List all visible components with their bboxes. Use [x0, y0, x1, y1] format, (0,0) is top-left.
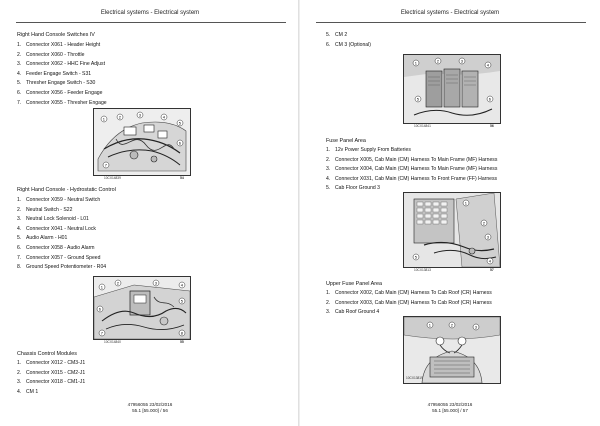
svg-text:8: 8 — [181, 331, 184, 336]
svg-text:1: 1 — [465, 201, 468, 206]
svg-text:4: 4 — [489, 259, 492, 264]
list-item: 1.Connector X002, Cab Main (CM) Harness … — [326, 290, 492, 296]
figure-rh-console-switches: 1 2 3 4 5 6 7 — [93, 108, 191, 176]
list-item: 4.Feeder Engage Switch - S31 — [17, 70, 92, 77]
right-page: Electrical systems - Electrical system 5… — [300, 0, 600, 426]
section-title-upper-fuse-panel-area: Upper Fuse Panel Area — [326, 281, 383, 287]
list-item: 4.Connector X041 - Neutral Lock — [17, 225, 96, 232]
figure-code: 10CX14840 — [104, 340, 121, 344]
left-footer-doc: 47956055 23/02/2016 — [127, 402, 173, 407]
list-item: 3.Cab Roof Ground 4 — [326, 309, 380, 316]
list-item: 4.CM 1 — [17, 388, 39, 395]
figure-code: 10CX13819 — [406, 376, 423, 380]
upper-fuse-panel-area-list: 1.Connector X002, Cab Main (CM) Harness … — [326, 289, 492, 318]
svg-text:1: 1 — [415, 61, 418, 66]
list-item: 2.Connector X003, Cab Main (CM) Harness … — [326, 299, 492, 306]
figure-upper-fuse-panel-area: 1 2 3 — [403, 316, 501, 384]
svg-text:5: 5 — [181, 299, 184, 304]
list-item: 6.Connector X058 - Audio Alarm — [17, 244, 95, 251]
svg-text:6: 6 — [99, 307, 102, 312]
list-item: 1.Connector X059 - Neutral Switch — [17, 197, 101, 203]
svg-text:3: 3 — [487, 235, 490, 240]
left-page-header: Electrical systems - Electrical system — [100, 10, 200, 16]
figure-chassis-control-modules: 1 2 3 4 5 6 — [403, 54, 501, 124]
figure-code: 10CX14841 — [414, 124, 431, 128]
svg-text:2: 2 — [119, 115, 122, 120]
figure-code: 10CX13813 — [414, 268, 431, 272]
svg-text:6: 6 — [179, 141, 182, 146]
figure-rh-console-hydrostatic: 1 2 3 4 5 6 7 8 — [93, 276, 191, 340]
fuse-panel-illustration: 1 2 3 4 5 — [404, 193, 500, 267]
svg-text:4: 4 — [163, 115, 166, 120]
right-footer-page: 55.1 [55.000] / 57 — [432, 408, 468, 413]
left-header-rule — [16, 22, 286, 23]
list-item: 5.CM 2 — [326, 32, 348, 38]
list-item: 5.Thresher Engage Switch - S30 — [17, 80, 96, 87]
figure-number: 55 — [180, 340, 184, 344]
right-footer-doc: 47956055 23/02/2016 — [427, 402, 473, 407]
svg-text:5: 5 — [179, 121, 182, 126]
right-page-header: Electrical systems - Electrical system — [400, 10, 500, 16]
list-item: 2.Connector X015 - CM2-J1 — [17, 369, 86, 376]
figure-code: 10CX14839 — [104, 176, 121, 180]
section-title-rh-console-switches: Right Hand Console Switches IV — [17, 32, 95, 38]
hydrostatic-control-illustration: 1 2 3 4 5 6 7 8 — [94, 277, 190, 339]
figure-number: 57 — [490, 268, 494, 272]
list-item: 4.Connector X031, Cab Main (CM) Harness … — [326, 175, 498, 182]
list-item: 7.Connector X055 - Thresher Engage — [17, 99, 107, 106]
list-item: 2.Connector X060 - Throttle — [17, 51, 85, 58]
cm-continued-list: 5.CM 2 6.CM 3 (Optional) — [326, 31, 371, 50]
control-modules-illustration: 1 2 3 4 5 6 — [404, 55, 500, 123]
svg-text:5: 5 — [415, 255, 418, 260]
list-item: 5.Cab Floor Ground 3 — [326, 185, 381, 192]
upper-fuse-panel-illustration: 1 2 3 — [404, 317, 500, 383]
svg-text:5: 5 — [417, 97, 420, 102]
list-item: 1.Connector X012 - CM3-J1 — [17, 360, 86, 366]
section-title-chassis-control-modules: Chassis Control Modules — [17, 351, 77, 357]
section-title-rh-console-hydrostatic: Right Hand Console - Hydrostatic Control — [17, 187, 116, 193]
list-item: 3.Connector X018 - CM1-J1 — [17, 379, 86, 386]
rh-console-hydrostatic-list: 1.Connector X059 - Neutral Switch 2.Neut… — [17, 196, 106, 273]
svg-text:3: 3 — [155, 281, 158, 286]
left-footer-page: 55.1 [55.000] / 56 — [132, 408, 168, 413]
list-item: 7.Connector X057 - Ground Speed — [17, 254, 101, 261]
fuse-panel-area-list: 1.12v Power Supply From Batteries 2.Conn… — [326, 146, 497, 194]
list-item: 8.Ground Speed Potentiometer - R04 — [17, 264, 107, 271]
svg-text:2: 2 — [483, 221, 486, 226]
svg-text:1: 1 — [103, 117, 106, 122]
right-header-rule — [316, 22, 586, 23]
rh-console-switches-list: 1.Connector X061 - Header Height 2.Conne… — [17, 41, 107, 108]
list-item: 1.12v Power Supply From Batteries — [326, 147, 411, 153]
chassis-control-modules-list: 1.Connector X012 - CM3-J1 2.Connector X0… — [17, 359, 85, 397]
svg-text:3: 3 — [461, 59, 464, 64]
list-item: 6.Connector X056 - Feeder Engage — [17, 89, 103, 96]
svg-text:6: 6 — [489, 97, 492, 102]
svg-text:7: 7 — [105, 163, 108, 168]
list-item: 2.Connector X005, Cab Main (CM) Harness … — [326, 156, 498, 163]
svg-text:1: 1 — [101, 285, 104, 290]
list-item: 1.Connector X061 - Header Height — [17, 42, 101, 48]
svg-text:2: 2 — [437, 59, 440, 64]
svg-text:3: 3 — [139, 113, 142, 118]
left-page: Electrical systems - Electrical system R… — [16, 10, 286, 413]
list-item: 3.Connector X062 - HHC Fine Adjust — [17, 61, 105, 68]
list-item: 3.Connector X004, Cab Main (CM) Harness … — [326, 166, 498, 173]
svg-text:2: 2 — [117, 281, 120, 286]
figure-number: 54 — [180, 176, 184, 180]
section-title-fuse-panel-area: Fuse Panel Area — [326, 138, 366, 144]
svg-text:4: 4 — [181, 283, 184, 288]
svg-text:4: 4 — [487, 63, 490, 68]
svg-text:7: 7 — [101, 331, 104, 336]
list-item: 2.Neutral Switch - S22 — [17, 206, 73, 213]
list-item: 5.Audio Alarm - H01 — [17, 235, 68, 242]
svg-text:3: 3 — [475, 325, 478, 330]
figure-number: 56 — [490, 124, 494, 128]
svg-text:1: 1 — [429, 323, 432, 328]
svg-text:2: 2 — [451, 323, 454, 328]
list-item: 3.Neutral Lock Solenoid - L01 — [17, 216, 89, 223]
list-item: 6.CM 3 (Optional) — [326, 41, 371, 48]
console-switches-illustration: 1 2 3 4 5 6 7 — [94, 109, 190, 175]
figure-fuse-panel-area: 1 2 3 4 5 — [403, 192, 501, 268]
